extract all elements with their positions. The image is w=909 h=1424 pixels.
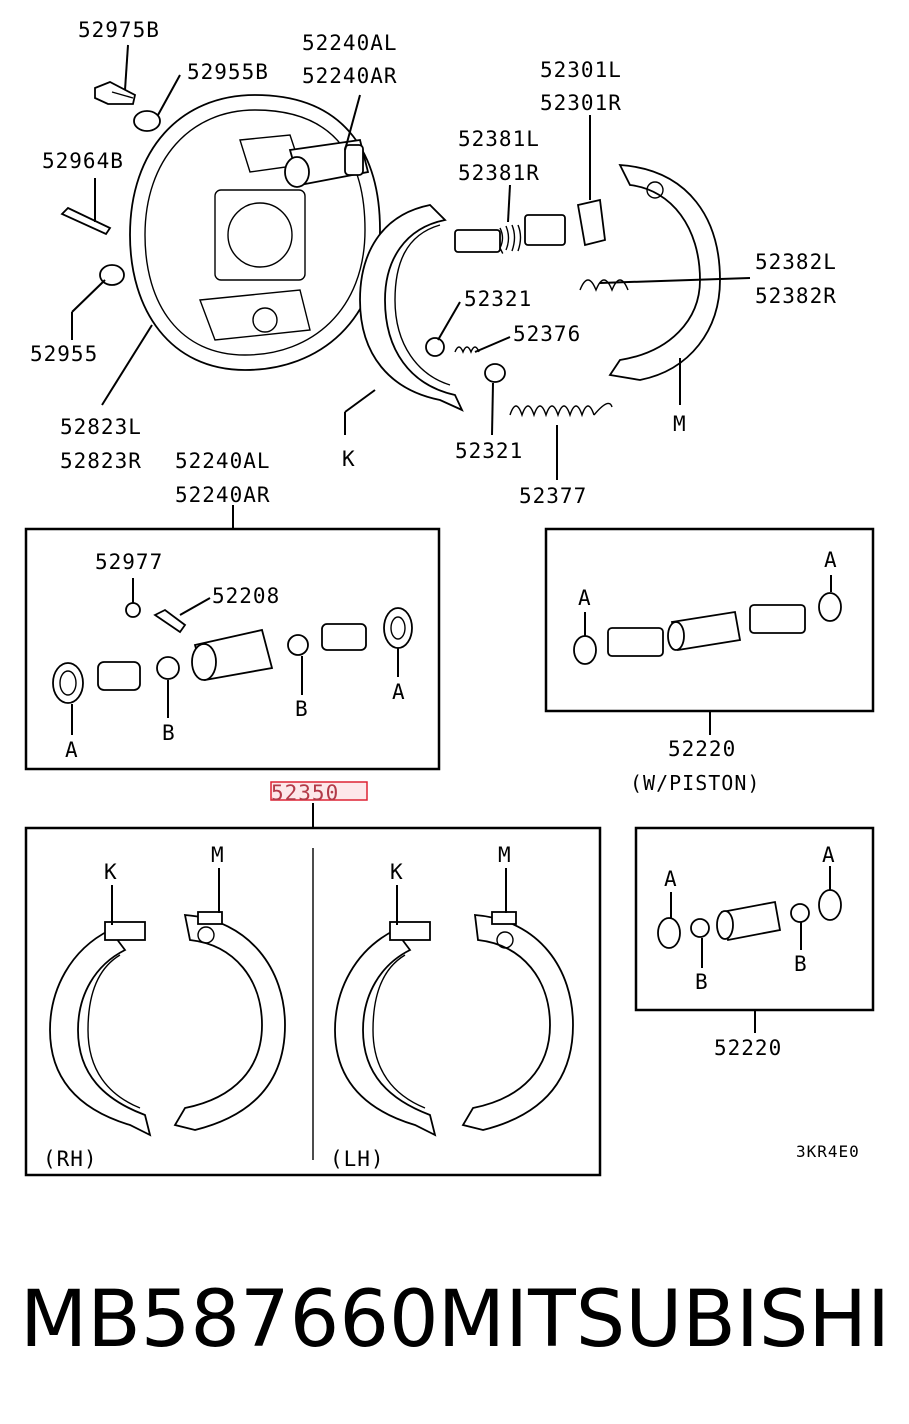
label-52975B: 52975B [78,18,160,42]
box-52220-w-piston [544,527,875,713]
box-shoe-set-52350 [24,826,602,1177]
label-52823R: 52823R [60,449,142,473]
label-M-top: M [673,412,687,436]
label-box2-A-right: A [824,548,838,572]
box-wheel-cylinder-52240 [24,527,441,771]
label-52964B: 52964B [42,149,124,173]
label-52240AR-mid: 52240AR [175,483,271,507]
shoe-M-lh [461,911,574,1131]
brake-shoe-K-top [359,204,464,412]
backing-plate [129,94,381,371]
label-box3-M-right: M [498,843,512,867]
wheel-cylinder-top [284,138,370,188]
label-52240AL-mid: 52240AL [175,449,271,473]
pin-52964B [60,206,112,236]
label-box1-A-right: A [392,680,406,704]
box-52220 [634,826,875,1012]
label-52240AL-top: 52240AL [302,31,398,55]
shoe-K-lh [334,921,437,1137]
highlight-52350 [270,781,368,801]
label-52382L: 52382L [755,250,837,274]
part-number: MB587660 [20,1275,439,1365]
box4-parts [657,889,842,949]
label-52977: 52977 [95,550,163,574]
label-52220-b: 52220 [714,1036,782,1060]
label-52381L: 52381L [458,127,540,151]
label-52240AR-top: 52240AR [302,64,398,88]
label-52377: 52377 [519,484,587,508]
retainer-52321-a [425,337,445,357]
label-box4-B-right: B [794,952,808,976]
label-box3-M-left: M [211,843,225,867]
label-52382R: 52382R [755,284,837,308]
bolt-52975B [94,81,137,105]
label-52955B: 52955B [187,60,269,84]
box4-leaders [670,866,831,1033]
label-box4-A-right: A [822,843,836,867]
plug-52955 [99,264,125,286]
label-lh: (LH) [330,1147,385,1171]
label-box3-K-left: K [104,860,118,884]
leader-lines-top [71,44,751,528]
footer: MB587660 MITSUBISHI [20,1270,890,1370]
label-w-piston: (W/PISTON) [630,771,760,795]
brand-name: MITSUBISHI [437,1275,890,1365]
brake-shoe-M-top [608,163,721,381]
label-52301R: 52301R [540,91,622,115]
label-52350: 52350 [271,781,339,805]
box2-parts [573,592,842,665]
retainer-52321-b [484,363,506,383]
spring-52377 [509,402,613,418]
shoe-K-rh [49,921,152,1137]
label-box3-K-right: K [390,860,404,884]
box3-leaders [111,868,507,925]
box1-leaders [71,578,399,735]
label-52376: 52376 [513,322,581,346]
label-52321-a: 52321 [464,287,532,311]
label-52955: 52955 [30,342,98,366]
spring-52382 [579,279,629,292]
spring-52376 [454,346,480,354]
label-box1-B-left: B [162,721,176,745]
label-box1-A-left: A [65,738,79,762]
box2-leaders [584,575,832,735]
label-box4-A-left: A [664,867,678,891]
label-52381R: 52381R [458,161,540,185]
label-K-top: K [342,447,356,471]
label-52220-a: 52220 [668,737,736,761]
cap-52955B [133,110,161,132]
label-box2-A-left: A [578,586,592,610]
label-box4-B-left: B [695,970,709,994]
lever-52301 [576,198,606,247]
label-52823L: 52823L [60,415,142,439]
label-rh: (RH) [43,1147,98,1171]
box1-parts [52,602,413,704]
label-diagram-code: 3KR4E0 [796,1142,860,1161]
label-52301L: 52301L [540,58,622,82]
label-box1-B-right: B [295,697,309,721]
label-52321-b: 52321 [455,439,523,463]
label-52208: 52208 [212,584,280,608]
shoe-M-rh [173,911,286,1131]
adjuster-52381 [454,214,566,254]
